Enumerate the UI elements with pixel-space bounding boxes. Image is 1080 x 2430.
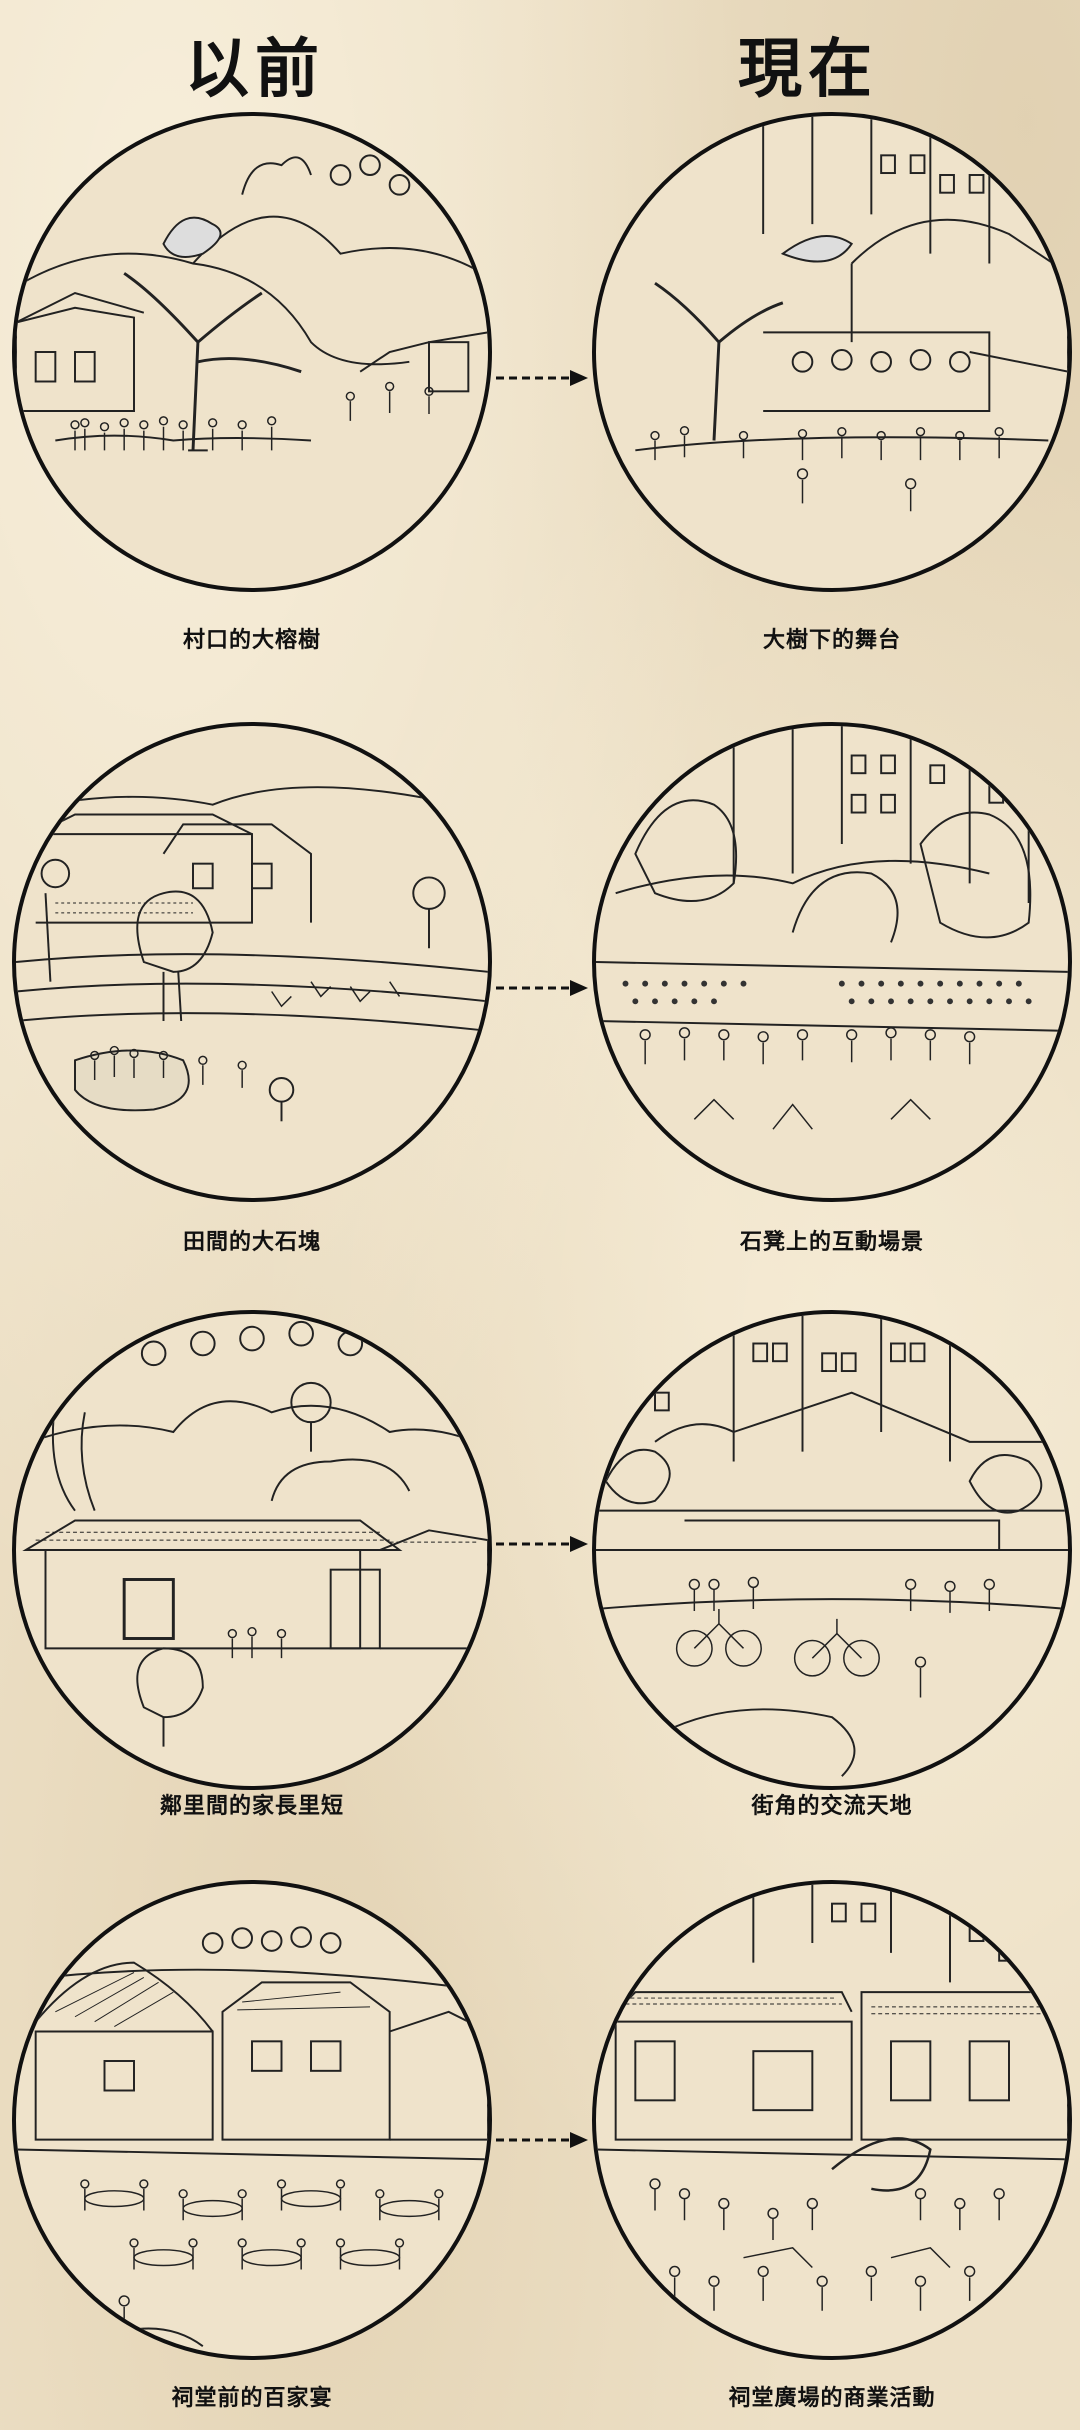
- caption-after-4: 祠堂廣場的商業活動: [728, 2385, 936, 2411]
- illustration-plaza-commerce: [592, 1880, 1072, 2360]
- illustration-stone-bench-interaction: [592, 722, 1072, 1202]
- transition-arrow-3: [492, 1532, 592, 1556]
- caption-after-3: 街角的交流天地: [751, 1793, 913, 1819]
- illustration-old-banyan-tree: [12, 112, 492, 592]
- after-heading: 現在: [738, 32, 878, 107]
- caption-before-2: 田間的大石塊: [182, 1229, 321, 1255]
- caption-after-2: 石凳上的互動場景: [739, 1229, 924, 1255]
- caption-before-4: 祠堂前的百家宴: [171, 2385, 333, 2411]
- transition-arrow-4: [492, 2128, 592, 2152]
- transition-arrow-1: [492, 366, 592, 390]
- illustration-neighbor-chatter: [12, 1310, 492, 1790]
- illustration-ancestral-hall-banquet: [12, 1880, 492, 2360]
- illustration-street-corner-hub: [592, 1310, 1072, 1790]
- before-heading: 以前: [185, 32, 325, 107]
- illustration-stage-under-tree: [592, 112, 1072, 592]
- caption-before-3: 鄰里間的家長里短: [159, 1793, 344, 1819]
- caption-after-1: 大樹下的舞台: [762, 627, 901, 653]
- caption-before-1: 村口的大榕樹: [182, 627, 321, 653]
- illustration-field-boulder: [12, 722, 492, 1202]
- transition-arrow-2: [492, 976, 592, 1000]
